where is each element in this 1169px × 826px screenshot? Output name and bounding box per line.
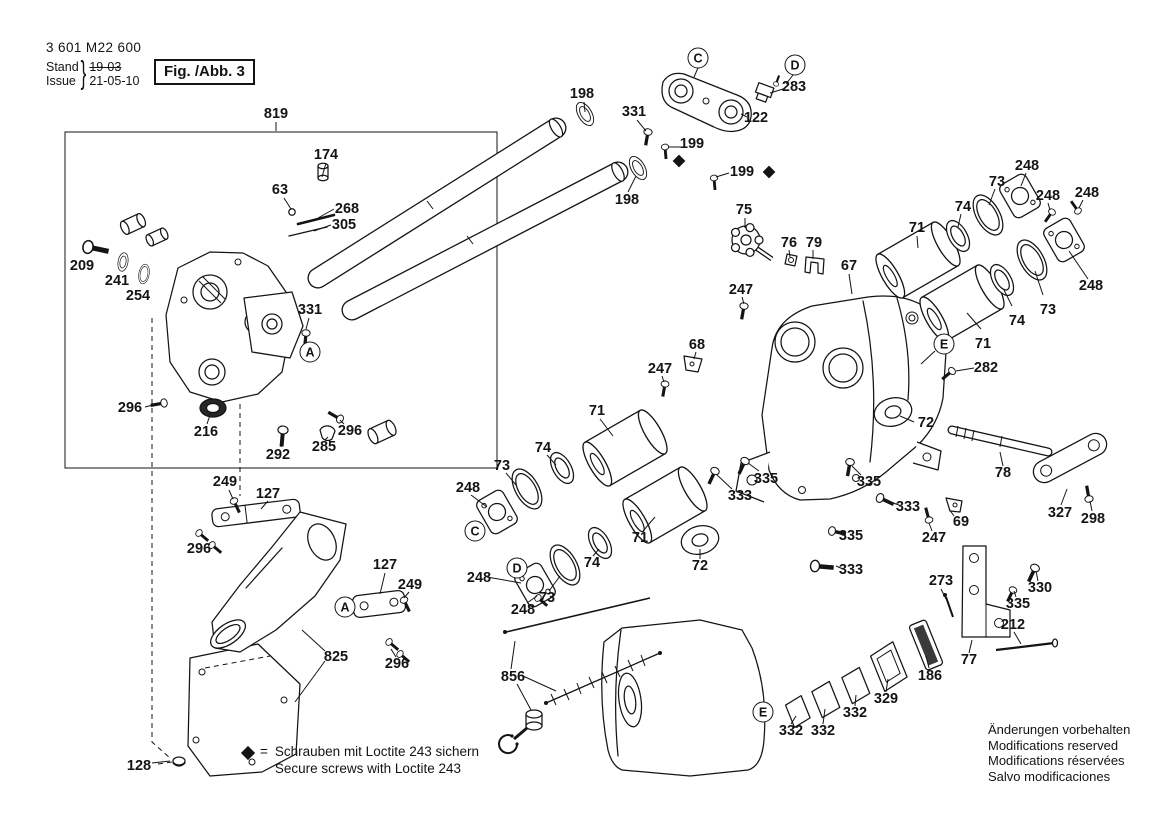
footer-line: Modifications reserved [988, 737, 1119, 753]
clamp-69 [945, 497, 963, 513]
issue-date-old: 19-03 [89, 60, 122, 74]
arm-casting-67 [657, 222, 963, 574]
pin-63 [288, 208, 296, 216]
mounting-brackets-127 [192, 495, 415, 666]
tube-end-bracket-122 [661, 72, 752, 133]
screw-199 [708, 173, 721, 192]
screw-333 [810, 560, 834, 573]
clip-79 [804, 256, 825, 275]
chute-and-856-hardware [498, 597, 766, 777]
pivot-hardware [870, 392, 1108, 505]
screw-247 [735, 300, 751, 322]
pad-332 [811, 680, 841, 719]
clip-285 [319, 425, 336, 442]
washer-198 [625, 153, 651, 183]
footer-line: Salvo modificaciones [988, 768, 1111, 784]
pad-332 [784, 695, 811, 729]
needle-rod [505, 597, 651, 633]
pin-268 [296, 213, 336, 226]
slide-rail-lower [341, 161, 629, 321]
footer-line: Modifications réservées [988, 753, 1125, 768]
detail-box-819 [64, 131, 498, 469]
bushing-216 [199, 398, 227, 418]
washer-241 [116, 251, 130, 273]
pin-212 [995, 638, 1059, 652]
screw-335 [826, 524, 849, 540]
threaded-fitting [513, 709, 543, 741]
bushing [145, 227, 169, 247]
circlip [498, 734, 519, 755]
issue-label: Issue [46, 74, 76, 88]
screw-296 [148, 396, 170, 412]
diamond-icon [240, 745, 256, 761]
end-bracket-77 [943, 545, 1059, 652]
screw-247 [920, 505, 936, 526]
legend-line-en: Secure screws with Loctite 243 [274, 760, 461, 776]
washer-198 [572, 99, 598, 129]
ring-254 [136, 263, 152, 285]
bolt-292 [274, 423, 291, 449]
roller-stack-left [473, 405, 723, 610]
link-327 [1032, 432, 1108, 484]
pad-329 [869, 641, 908, 692]
nut-76 [784, 253, 798, 267]
clamp-283 [754, 82, 775, 103]
pad-186 [908, 619, 944, 671]
title-block: 3 601 M22 600 Stand Issue } 19-03 21-05-… [46, 40, 142, 91]
stand-label: Stand [46, 60, 79, 74]
legend-line-de: Schrauben mit Loctite 243 sichern [274, 744, 480, 759]
carriage-assembly [82, 162, 397, 449]
comb-spring [544, 651, 662, 706]
screw-331 [299, 327, 313, 349]
screw-247 [657, 378, 671, 399]
leader-lines [144, 67, 1093, 764]
wedge-68 [683, 355, 703, 373]
type-number: 3 601 M22 600 [46, 40, 142, 55]
brake-pads [784, 619, 944, 729]
slide-rail-upper [307, 117, 567, 289]
pad-332 [841, 666, 871, 705]
lower-cover-825 [172, 511, 347, 777]
screw-335 [1002, 584, 1020, 605]
rail-end-hardware [572, 72, 783, 192]
footer-line: Änderungen vorbehalten [988, 722, 1131, 737]
legend-equals: = [260, 744, 268, 759]
construction-lines [151, 318, 241, 765]
issue-date-current: 21-05-10 [89, 74, 140, 88]
bushing [367, 419, 397, 445]
loctite-legend: = Schrauben mit Loctite 243 sichern Secu… [240, 744, 480, 777]
bolt-209 [82, 240, 110, 258]
brace-glyph: } [80, 55, 87, 92]
star-knob-75 [730, 222, 774, 262]
screw-331 [639, 126, 655, 148]
screw-298 [1080, 483, 1096, 505]
figure-box: Fig. /Abb. 3 [154, 59, 255, 85]
screw-199 [659, 142, 672, 161]
cap-128 [172, 756, 186, 767]
shaft-78 [947, 425, 1053, 457]
bushing [119, 213, 147, 235]
